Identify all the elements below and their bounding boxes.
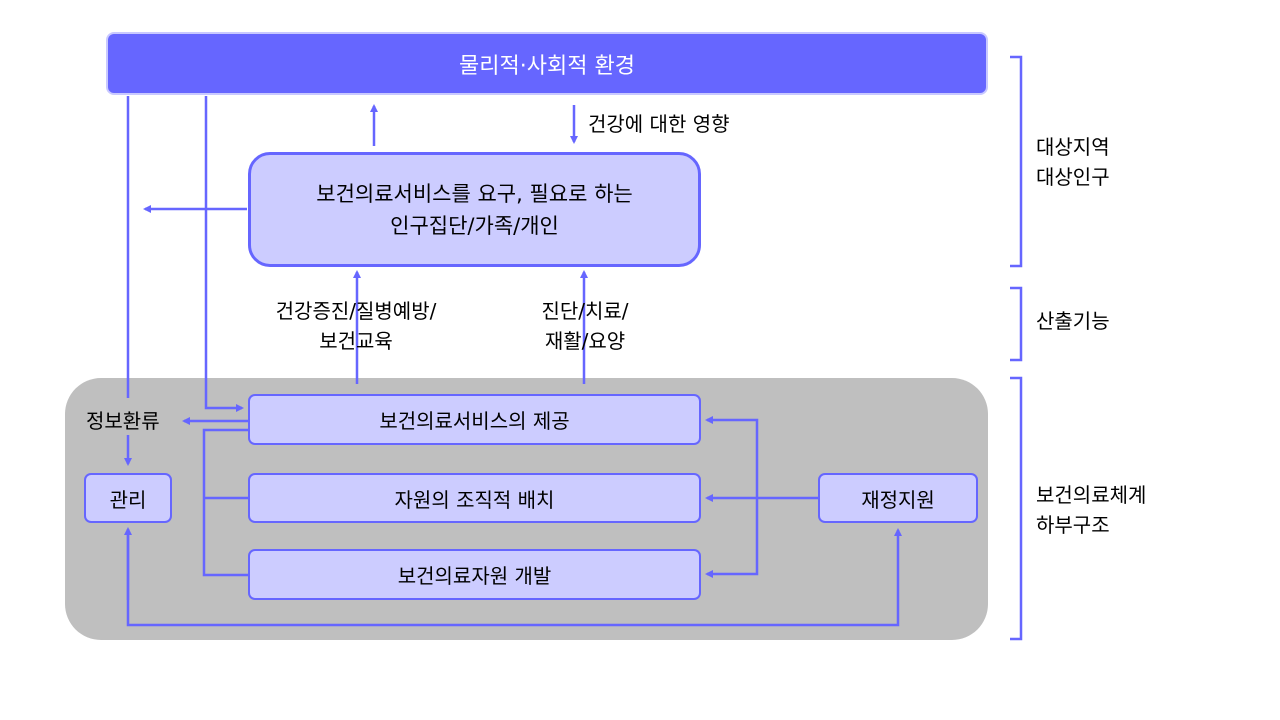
- bracket-output: [1010, 286, 1023, 362]
- service-provision-label: 보건의료서비스의 제공: [379, 409, 570, 433]
- info-feedback-label: 정보환류: [86, 409, 160, 433]
- side-label-output-line1: 산출기능: [1036, 309, 1110, 333]
- resource-development-box: 보건의료자원 개발: [248, 549, 701, 600]
- resource-organization-label: 자원의 조직적 배치: [394, 487, 555, 512]
- side-label-system-line1: 보건의료체계: [1036, 483, 1147, 507]
- side-label-system: 보건의료체계 하부구조: [1036, 480, 1146, 540]
- population-line1: 보건의료서비스를 요구, 필요로 하는: [316, 181, 633, 206]
- management-label: 관리: [109, 487, 147, 512]
- function-prevention-line2: 보건교육: [319, 329, 393, 353]
- management-box: 관리: [84, 473, 172, 523]
- arrow-env-to-service: [204, 96, 244, 412]
- population-line2: 인구집단/가족/개인: [390, 213, 559, 238]
- side-label-target-line1: 대상지역: [1036, 135, 1110, 159]
- finance-box: 재정지원: [818, 473, 978, 523]
- population-box: 보건의료서비스를 요구, 필요로 하는 인구집단/가족/개인: [248, 152, 701, 267]
- environment-label: 물리적·사회적 환경: [459, 53, 635, 79]
- function-treatment-line1: 진단/치료/: [541, 299, 629, 323]
- health-effect-label: 건강에 대한 영향: [588, 112, 730, 136]
- bracket-system: [1010, 376, 1023, 641]
- function-prevention-line1: 건강증진/질병예방/: [275, 299, 437, 323]
- arrow-management-finance-loop: [126, 528, 902, 627]
- left-connector-bracket: [202, 428, 248, 577]
- resource-development-label: 보건의료자원 개발: [397, 564, 552, 588]
- arrow-to-resource-development: [705, 498, 759, 578]
- service-provision-box: 보건의료서비스의 제공: [248, 394, 701, 445]
- side-label-target-line2: 대상인구: [1036, 165, 1110, 189]
- side-label-output: 산출기능: [1036, 306, 1110, 336]
- side-label-target: 대상지역 대상인구: [1036, 132, 1110, 192]
- function-treatment-label: 진단/치료/ 재활/요양: [520, 296, 650, 356]
- arrow-to-service-provision: [705, 416, 759, 498]
- bracket-target: [1010, 55, 1023, 268]
- resource-organization-box: 자원의 조직적 배치: [248, 473, 701, 523]
- function-prevention-label: 건강증진/질병예방/ 보건교육: [256, 296, 456, 356]
- side-label-system-line2: 하부구조: [1036, 513, 1110, 537]
- finance-label: 재정지원: [861, 487, 935, 512]
- environment-box: 물리적·사회적 환경: [106, 32, 988, 95]
- function-treatment-line2: 재활/요양: [544, 329, 626, 353]
